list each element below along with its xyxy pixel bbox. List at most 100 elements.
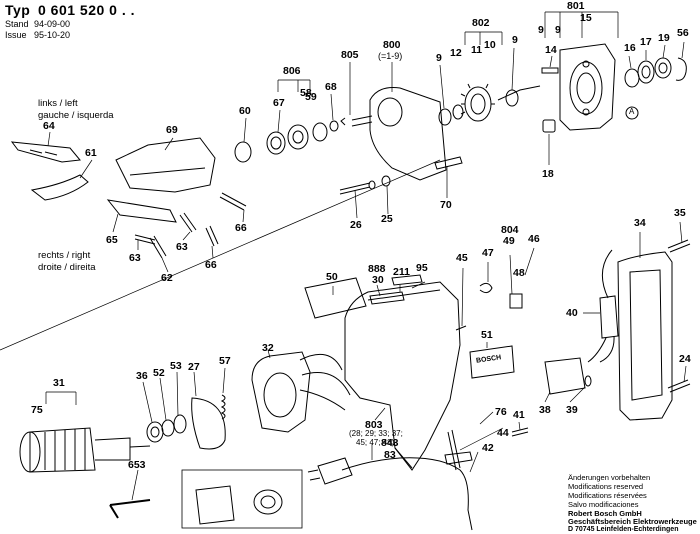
part-number: 803 bbox=[365, 419, 383, 431]
part-number: 62 bbox=[161, 272, 173, 284]
part-number: 50 bbox=[326, 271, 338, 283]
screw-24 bbox=[667, 379, 691, 393]
marker-a-circle bbox=[625, 106, 639, 120]
part-number: 801 bbox=[567, 0, 585, 12]
spring-57 bbox=[220, 394, 226, 420]
part-number: 56 bbox=[677, 27, 689, 39]
issue-date: 95-10-20 bbox=[34, 30, 71, 40]
callout-leaders bbox=[45, 11, 687, 501]
pin-14 bbox=[541, 67, 559, 74]
part-number: 27 bbox=[188, 361, 200, 373]
part-number: 39 bbox=[566, 404, 578, 416]
part-number: 17 bbox=[640, 36, 652, 48]
part-number: 10 bbox=[484, 39, 496, 51]
shoe-64 bbox=[10, 141, 81, 163]
circlip-56 bbox=[675, 57, 687, 81]
footer-notice-es: Salvo modificaciones bbox=[568, 500, 639, 509]
left-side-label-alt: gauche / isquerda bbox=[38, 110, 114, 121]
part-number: 36 bbox=[136, 370, 148, 382]
footer-company: Robert Bosch GmbH bbox=[568, 509, 642, 518]
nameplate-30 bbox=[369, 291, 405, 305]
stand-label: Stand bbox=[5, 19, 29, 29]
part-number: 9 bbox=[436, 52, 442, 64]
footer-notice-en: Modifications reserved bbox=[568, 482, 644, 491]
gear-housing-801 bbox=[559, 43, 616, 131]
left-side-label: links / left bbox=[38, 98, 78, 109]
part-number: 804 bbox=[501, 224, 519, 236]
part-number: 59 bbox=[305, 91, 317, 103]
part-number: 9 bbox=[512, 34, 518, 46]
part-number: 806 bbox=[283, 65, 301, 77]
part-number: 45 bbox=[456, 252, 468, 264]
gear-11 bbox=[460, 83, 495, 122]
bearing-group-806 bbox=[234, 120, 339, 163]
handle-shell-34 bbox=[617, 251, 673, 421]
part-number: 63 bbox=[176, 241, 188, 253]
screw-45 bbox=[455, 325, 467, 331]
sleeve-18 bbox=[542, 119, 556, 133]
housing-803 bbox=[344, 281, 461, 471]
part-number: 9 bbox=[555, 24, 561, 36]
screw-63a bbox=[134, 234, 156, 245]
part-number: 53 bbox=[170, 360, 182, 372]
fan-baffle-27 bbox=[191, 397, 226, 450]
part-number: 31 bbox=[53, 377, 65, 389]
part-number: 24 bbox=[679, 353, 691, 365]
switch-38 bbox=[544, 357, 586, 395]
part-number: 14 bbox=[545, 44, 557, 56]
part-number: 11 bbox=[471, 44, 483, 56]
part-number: 42 bbox=[482, 442, 494, 454]
armature-75 bbox=[19, 427, 151, 473]
screw-66a bbox=[205, 225, 219, 247]
label-plate-50 bbox=[304, 277, 367, 319]
plug-843 bbox=[317, 457, 353, 485]
part-number: 75 bbox=[31, 404, 43, 416]
part-number: 61 bbox=[85, 147, 97, 159]
footer-notice-fr: Modifications réservées bbox=[568, 491, 647, 500]
part-number: 800 bbox=[383, 39, 401, 51]
part-number: 66 bbox=[235, 222, 247, 234]
part-number: 653 bbox=[128, 459, 146, 471]
screw-35 bbox=[667, 239, 691, 253]
field-coil-32 bbox=[251, 351, 351, 433]
part-number: 66 bbox=[205, 259, 217, 271]
part-number: 38 bbox=[539, 404, 551, 416]
screw-63b bbox=[179, 212, 197, 233]
gear-head-800 bbox=[369, 87, 447, 181]
part-number: 48 bbox=[513, 267, 525, 279]
right-side-label: rechts / right bbox=[38, 250, 91, 261]
spring-47 bbox=[479, 282, 493, 294]
part-number: 41 bbox=[513, 409, 525, 421]
part-number: 16 bbox=[624, 42, 636, 54]
part-number: 46 bbox=[528, 233, 540, 245]
part-number: 47 bbox=[482, 247, 494, 259]
part-number: 68 bbox=[325, 81, 337, 93]
stand-date: 94-09-00 bbox=[34, 19, 71, 29]
part-number: 18 bbox=[542, 168, 554, 180]
part-number: 211 bbox=[393, 266, 410, 278]
badge-51 bbox=[469, 345, 515, 379]
section-divider-line bbox=[0, 159, 441, 351]
shoe-65 bbox=[106, 199, 177, 223]
hex-key-653 bbox=[109, 499, 151, 519]
fork-61 bbox=[30, 174, 89, 201]
part-number: 9 bbox=[538, 24, 544, 36]
part-number: 26 bbox=[350, 219, 362, 231]
issue-label: Issue bbox=[5, 30, 27, 40]
brush-49 bbox=[509, 293, 523, 309]
power-cable-42 bbox=[341, 457, 473, 531]
part-number: 40 bbox=[566, 307, 578, 319]
part-number: 805 bbox=[341, 49, 359, 61]
assembly-800-range: (=1-9) bbox=[378, 51, 403, 61]
part-number: 76 bbox=[495, 406, 507, 418]
part-number: 60 bbox=[239, 105, 251, 117]
screw-62 bbox=[149, 235, 167, 259]
part-number: 15 bbox=[580, 12, 592, 24]
spindle-805 bbox=[351, 115, 373, 127]
part-number: 51 bbox=[481, 329, 493, 341]
part-number: 57 bbox=[219, 355, 231, 367]
guard-69 bbox=[115, 137, 216, 193]
part-number: 70 bbox=[440, 199, 452, 211]
part-number: 30 bbox=[372, 274, 384, 286]
part-number: 64 bbox=[43, 120, 55, 132]
